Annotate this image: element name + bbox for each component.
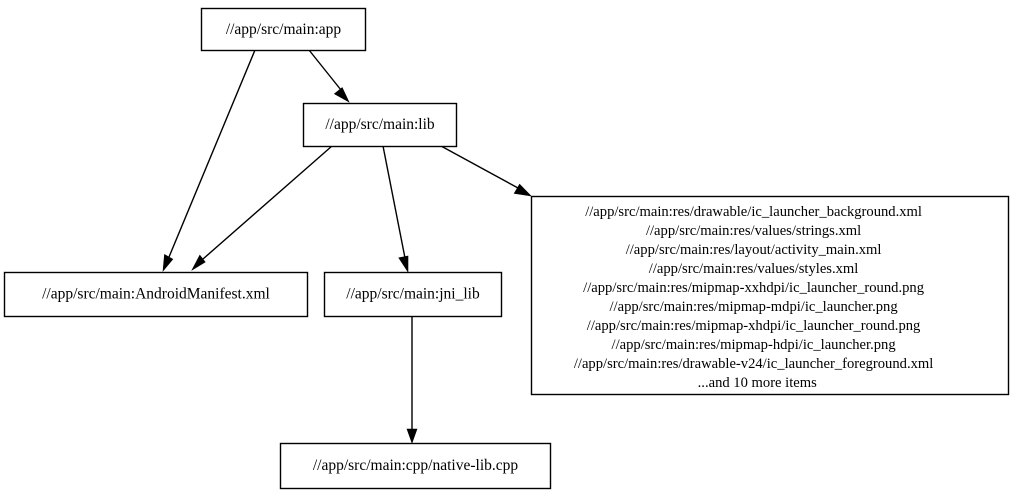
node-box-android-manifest[interactable] bbox=[3, 271, 309, 318]
node-box-native-lib[interactable] bbox=[279, 442, 552, 490]
node-lib[interactable]: //app/src/main:lib bbox=[302, 102, 458, 148]
edge-app-to-manifest bbox=[162, 49, 256, 272]
node-box-lib[interactable] bbox=[302, 102, 458, 148]
res-line-2: //app/src/main:res/layout/activity_main.… bbox=[626, 242, 882, 258]
res-line-6: //app/src/main:res/mipmap-xhdpi/ic_launc… bbox=[587, 318, 921, 334]
arrow-head-lib-to-manifest bbox=[191, 254, 206, 271]
edge-app-to-lib bbox=[308, 49, 350, 103]
node-label-android-manifest: //app/src/main:AndroidManifest.xml bbox=[42, 286, 270, 303]
arrow-head-lib-to-res-group bbox=[513, 183, 532, 197]
edge-line-app-to-manifest bbox=[168, 49, 256, 258]
node-native-lib[interactable]: //app/src/main:cpp/native-lib.cpp bbox=[279, 442, 552, 490]
node-label-app: //app/src/main:app bbox=[226, 21, 342, 38]
node-android-manifest[interactable]: //app/src/main:AndroidManifest.xml bbox=[3, 271, 309, 318]
node-app[interactable]: //app/src/main:app bbox=[200, 7, 367, 52]
edge-lib-to-manifest bbox=[191, 145, 333, 271]
res-line-4: //app/src/main:res/mipmap-xxhdpi/ic_laun… bbox=[583, 280, 925, 296]
edge-line-lib-to-res-group bbox=[440, 145, 519, 189]
arrow-head-app-to-manifest bbox=[162, 254, 174, 272]
edge-line-lib-to-manifest bbox=[202, 145, 333, 260]
res-line-5: //app/src/main:res/mipmap-mdpi/ic_launch… bbox=[610, 299, 899, 315]
edge-lib-to-res-group bbox=[440, 145, 532, 197]
edge-line-app-to-lib bbox=[308, 49, 342, 91]
res-line-7: //app/src/main:res/mipmap-hdpi/ic_launch… bbox=[612, 337, 897, 353]
res-line-3: //app/src/main:res/values/styles.xml bbox=[649, 261, 859, 277]
node-res-group[interactable]: //app/src/main:res/drawable/ic_launcher_… bbox=[530, 195, 1010, 396]
arrow-head-jni-lib-to-native-lib bbox=[406, 428, 418, 444]
res-line-1: //app/src/main:res/values/strings.xml bbox=[646, 223, 861, 239]
edge-jni-lib-to-native-lib bbox=[406, 316, 418, 444]
arrow-head-lib-to-jni-lib bbox=[398, 255, 409, 274]
node-jni-lib[interactable]: //app/src/main:jni_lib bbox=[323, 271, 503, 318]
node-label-res-group: //app/src/main:res/drawable/ic_launcher_… bbox=[574, 204, 966, 391]
edge-line-lib-to-jni-lib bbox=[382, 145, 406, 259]
res-line-0: //app/src/main:res/drawable/ic_launcher_… bbox=[585, 204, 922, 220]
node-label-native-lib: //app/src/main:cpp/native-lib.cpp bbox=[313, 457, 519, 474]
node-box-app[interactable] bbox=[200, 7, 367, 52]
node-box-jni-lib[interactable] bbox=[323, 271, 503, 318]
res-line-9: ...and 10 more items bbox=[698, 375, 817, 391]
node-box-res-group[interactable] bbox=[530, 195, 1010, 396]
arrow-head-app-to-lib bbox=[333, 87, 350, 103]
edge-lib-to-jni-lib bbox=[382, 145, 409, 274]
res-line-8: //app/src/main:res/drawable-v24/ic_launc… bbox=[574, 356, 933, 372]
node-label-lib: //app/src/main:lib bbox=[325, 116, 435, 133]
node-label-jni-lib: //app/src/main:jni_lib bbox=[346, 286, 480, 303]
